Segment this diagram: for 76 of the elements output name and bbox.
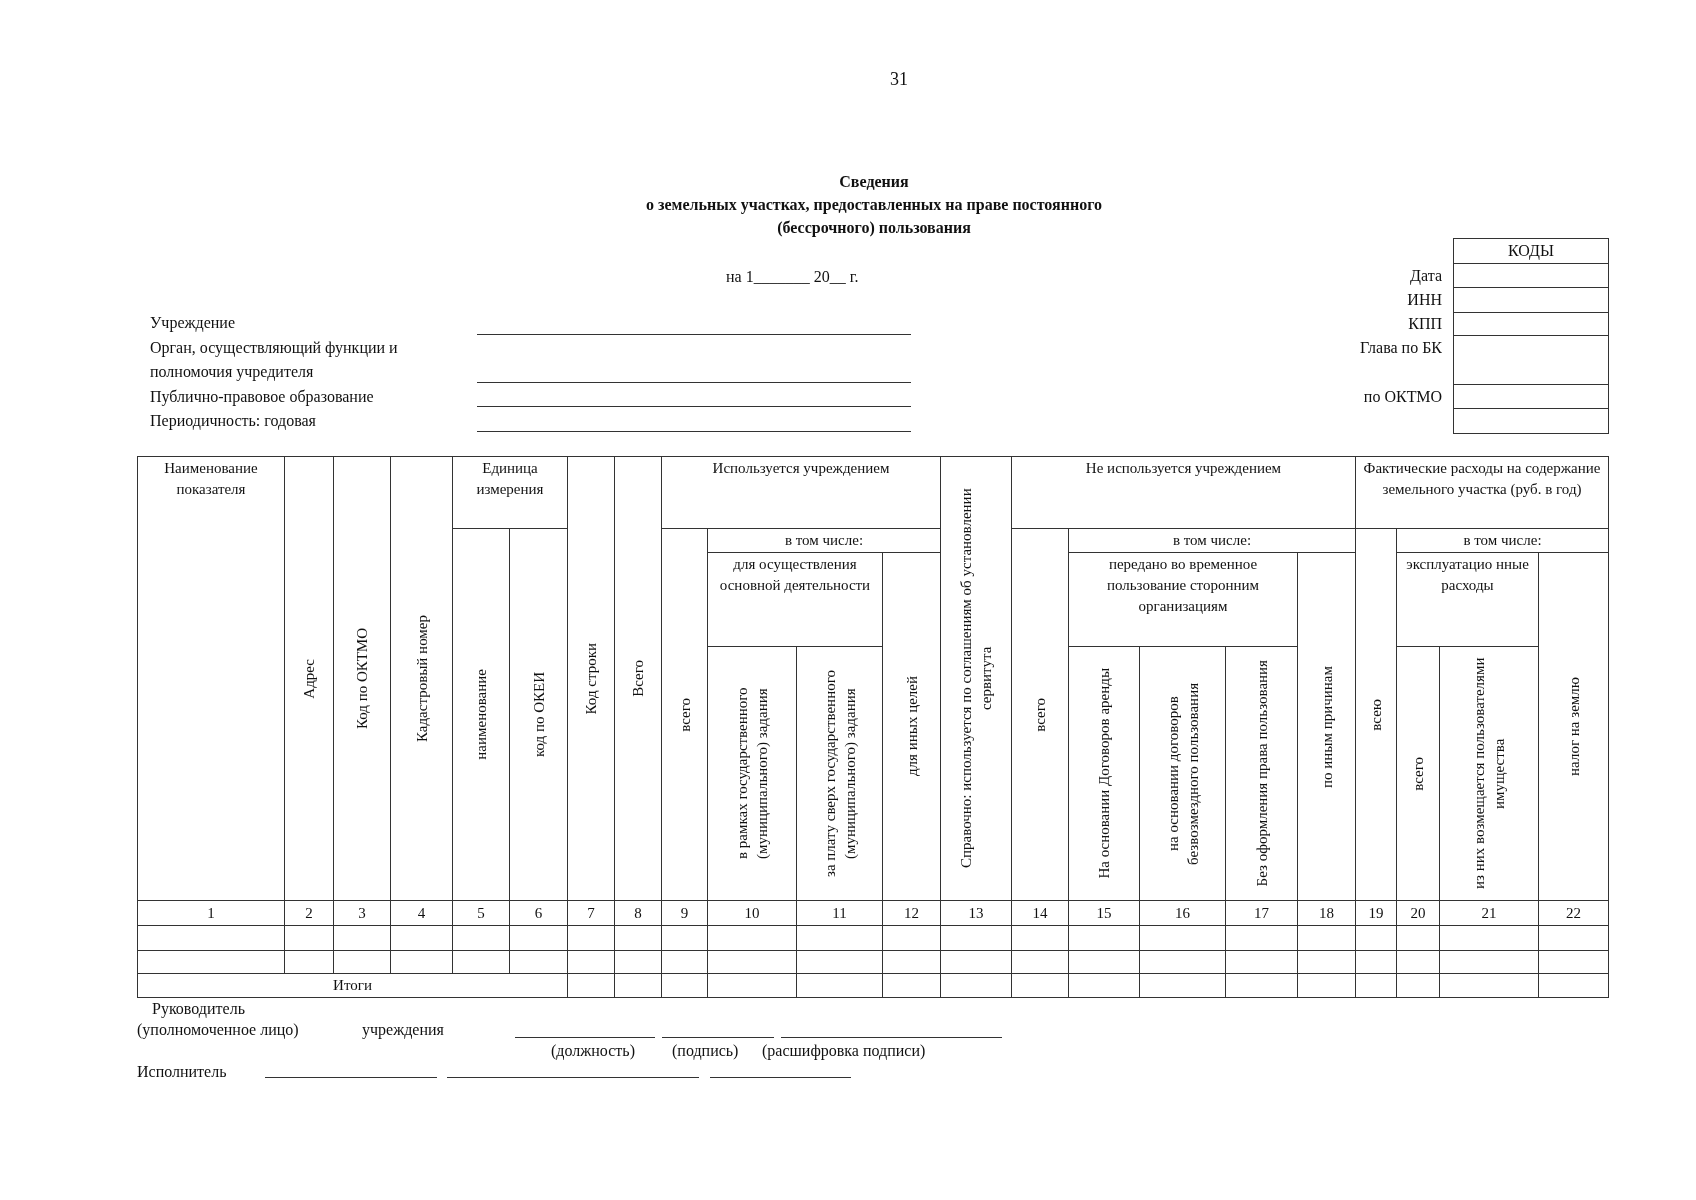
signature-caption: (расшифровка подписи) bbox=[762, 1041, 926, 1062]
column-number: 14 bbox=[1012, 901, 1069, 926]
column-number: 1 bbox=[138, 901, 285, 926]
column-number: 9 bbox=[662, 901, 708, 926]
column-header: в рамках государственного (муниципального) задания bbox=[733, 686, 771, 862]
column-header: Всего bbox=[629, 660, 647, 697]
column-header: для осуществления основной деятельности bbox=[718, 555, 872, 595]
column-header: Единица измерения bbox=[475, 459, 545, 499]
code-label: Дата bbox=[1410, 266, 1442, 287]
column-header: из них возмещается пользователями имущества bbox=[1470, 656, 1508, 892]
column-header: Код по ОКТМО bbox=[353, 628, 371, 729]
column-number: 4 bbox=[391, 901, 453, 926]
totals-cell: Итоги bbox=[138, 974, 568, 998]
column-header: На основании Договоров аренды bbox=[1095, 668, 1113, 879]
signature-label: учреждения bbox=[362, 1020, 444, 1041]
column-header: всего bbox=[1409, 756, 1427, 791]
code-label: Глава по БК bbox=[1360, 338, 1442, 358]
field-label: Учреждение bbox=[150, 313, 235, 334]
column-header: по иным причинам bbox=[1317, 665, 1336, 788]
column-header: всего bbox=[1031, 697, 1049, 732]
column-number: 11 bbox=[797, 901, 883, 926]
column-header: всего bbox=[675, 697, 694, 732]
column-number: 20 bbox=[1397, 901, 1440, 926]
column-number: 7 bbox=[568, 901, 615, 926]
signature-label: Исполнитель bbox=[137, 1062, 227, 1082]
field-label: Орган, осуществляющий функции и полномочия учредителя bbox=[150, 338, 399, 383]
column-header: передано во временное пользование сторонним организациям bbox=[1105, 555, 1261, 616]
column-number: 18 bbox=[1298, 901, 1356, 926]
signature-caption: (должность) bbox=[551, 1041, 635, 1062]
form-title: Сведения bbox=[838, 172, 910, 192]
column-header: налог на землю bbox=[1564, 677, 1583, 776]
column-number: 5 bbox=[453, 901, 510, 926]
report-date: на 1_______ 20__ г. bbox=[726, 267, 859, 287]
code-label: КПП bbox=[1408, 314, 1442, 334]
column-header: Используется учреждением bbox=[712, 459, 890, 478]
signature-label: Руководитель bbox=[152, 999, 245, 1020]
column-number: 16 bbox=[1140, 901, 1226, 926]
column-header: для иных целей bbox=[902, 676, 921, 777]
column-header: наименование bbox=[472, 669, 490, 760]
column-header: Наименование показателя bbox=[163, 459, 259, 499]
column-number: 22 bbox=[1539, 901, 1609, 926]
column-number: 10 bbox=[708, 901, 797, 926]
column-number: 15 bbox=[1069, 901, 1140, 926]
column-header: Код строки bbox=[582, 642, 600, 715]
column-header: в том числе: bbox=[1172, 531, 1252, 550]
column-header: Без оформления права пользования bbox=[1252, 660, 1271, 887]
column-header: Справочно: используется по соглашениям об установлении сервитута bbox=[957, 487, 995, 871]
code-label: по ОКТМО bbox=[1363, 387, 1442, 407]
column-header: в том числе: bbox=[784, 531, 864, 550]
form-subtitle: о земельных участках, предоставленных на праве постоянного (бессрочного) пользования bbox=[644, 195, 1103, 239]
column-header: Фактические расходы на содержание земельного участка (руб. в год) bbox=[1362, 459, 1602, 499]
column-header: всею bbox=[1367, 698, 1385, 731]
codes-header: КОДЫ bbox=[1454, 239, 1609, 264]
field-label: Публично-правовое образование bbox=[150, 387, 374, 408]
column-number: 6 bbox=[510, 901, 568, 926]
column-number: 19 bbox=[1356, 901, 1397, 926]
column-header: Кадастровый номер bbox=[412, 615, 431, 742]
column-header: эксплуатацио нные расходы bbox=[1405, 555, 1530, 595]
signature-caption: (подпись) bbox=[672, 1041, 739, 1062]
column-number: 2 bbox=[285, 901, 334, 926]
column-number: 12 bbox=[883, 901, 941, 926]
field-label: Периодичность: годовая bbox=[150, 411, 316, 432]
column-header: на основании договоров безвозмездного пользования bbox=[1163, 681, 1202, 867]
column-header: код по ОКЕИ bbox=[529, 671, 548, 758]
column-header: в том числе: bbox=[1463, 531, 1542, 550]
code-label: ИНН bbox=[1407, 290, 1442, 310]
column-header: за плату сверх государственного (муниципального) задания bbox=[820, 669, 859, 879]
column-number: 8 bbox=[615, 901, 662, 926]
column-header: Не используется учреждением bbox=[1085, 459, 1282, 478]
column-header: Адрес bbox=[300, 658, 318, 699]
column-number: 21 bbox=[1440, 901, 1539, 926]
signature-label: (уполномоченное лицо) bbox=[137, 1020, 299, 1041]
column-number: 13 bbox=[941, 901, 1012, 926]
column-number: 3 bbox=[334, 901, 391, 926]
page-number: 31 bbox=[890, 68, 908, 91]
column-number: 17 bbox=[1226, 901, 1298, 926]
